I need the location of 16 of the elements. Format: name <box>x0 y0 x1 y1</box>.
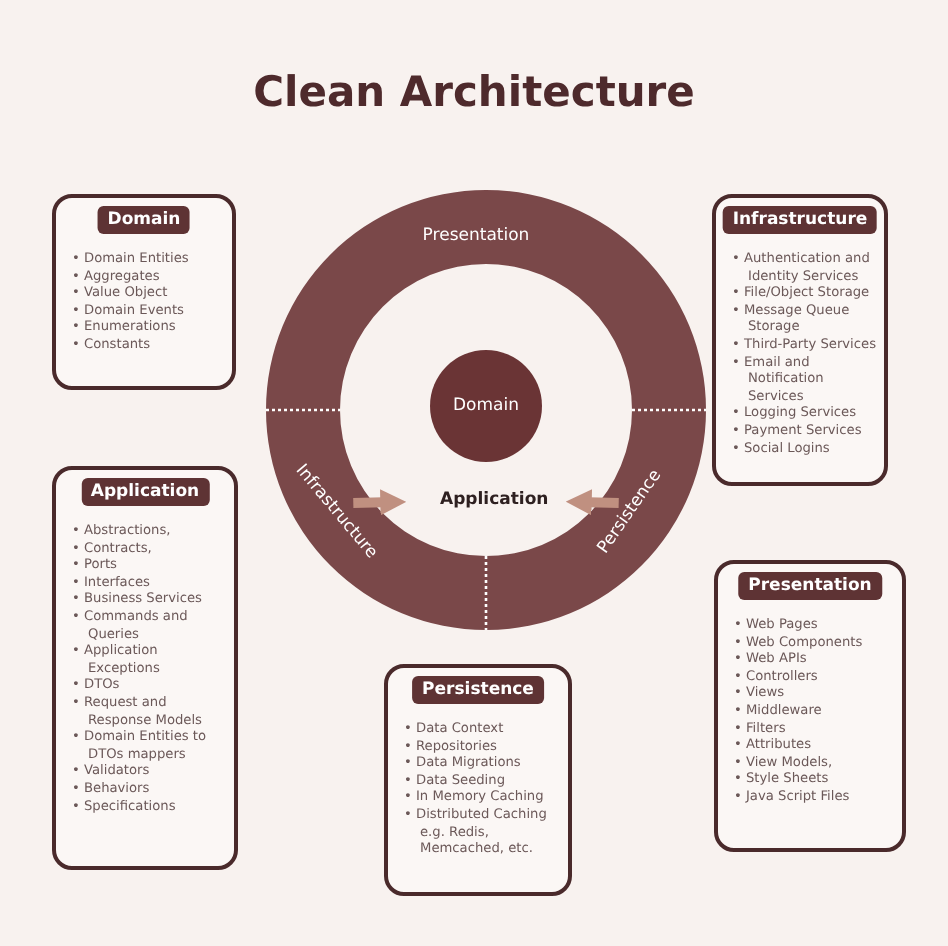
segment-label: Presentation <box>422 226 530 246</box>
layer-label: Application <box>440 490 549 510</box>
layer-card <box>52 194 236 390</box>
layer-card <box>712 194 888 486</box>
arrow <box>565 489 619 516</box>
layer-card <box>714 560 906 852</box>
arrow <box>353 489 407 516</box>
section-heading: Domain <box>97 206 191 234</box>
section-heading: Presentation <box>738 572 882 600</box>
diagram-title: Clean Architecture <box>251 68 697 116</box>
section-heading: Application <box>80 478 210 506</box>
layer-label: Domain <box>453 396 519 416</box>
section-heading: Infrastructure <box>722 206 878 234</box>
section-heading: Persistence <box>412 676 544 704</box>
layer-card <box>52 466 238 870</box>
layer-card <box>384 664 572 896</box>
